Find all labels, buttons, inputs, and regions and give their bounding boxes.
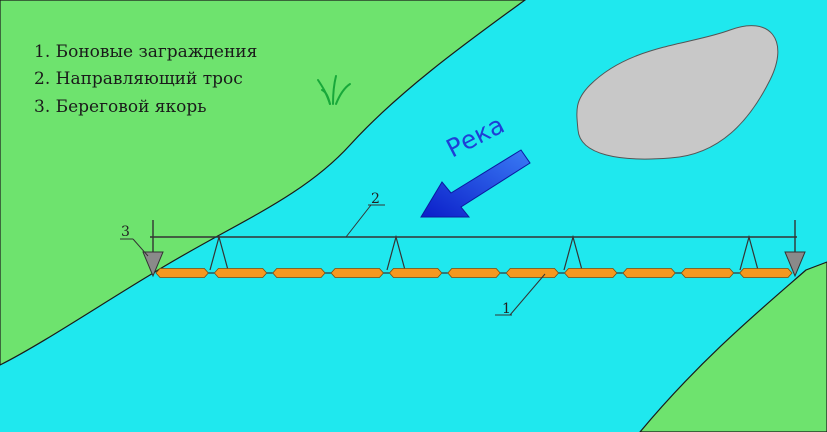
flow-arrow-icon (420, 149, 531, 218)
callout-boom: 1 (495, 273, 546, 317)
callout-anchor-label: 3 (121, 224, 130, 240)
callout-cable: 2 (345, 191, 385, 238)
boom-chain (155, 268, 793, 278)
boom-segment (505, 268, 560, 278)
right-bank (639, 261, 827, 432)
callout-cable-label: 2 (371, 191, 380, 207)
boom-segment (739, 268, 793, 278)
callout-anchor: 3 (120, 224, 149, 257)
callout-boom-label: 1 (502, 301, 511, 317)
boom-segment (330, 268, 384, 278)
boom-segment (388, 268, 443, 278)
boom-tethers (209, 234, 759, 271)
left-bank (0, 0, 527, 366)
tether-4 (739, 234, 759, 271)
boom-segment (155, 268, 209, 278)
boom-segment (213, 268, 268, 278)
tether-1 (209, 234, 229, 271)
legend-item-boom: 1. Боновые заграждения (34, 42, 257, 62)
boom-segment (680, 268, 735, 278)
tether-2 (386, 234, 406, 271)
anchor-icon-right (784, 251, 806, 278)
boom-segment (447, 268, 501, 278)
boom-segment (564, 268, 618, 278)
boom-segment (622, 268, 676, 278)
tether-3 (563, 234, 583, 271)
boom-segment (272, 268, 326, 278)
island (576, 25, 779, 160)
legend-item-cable: 2. Направляющий трос (34, 69, 243, 89)
grass-icon (317, 75, 351, 105)
legend-item-anchor: 3. Береговой якорь (34, 97, 207, 117)
anchor-icon-left (142, 251, 164, 278)
